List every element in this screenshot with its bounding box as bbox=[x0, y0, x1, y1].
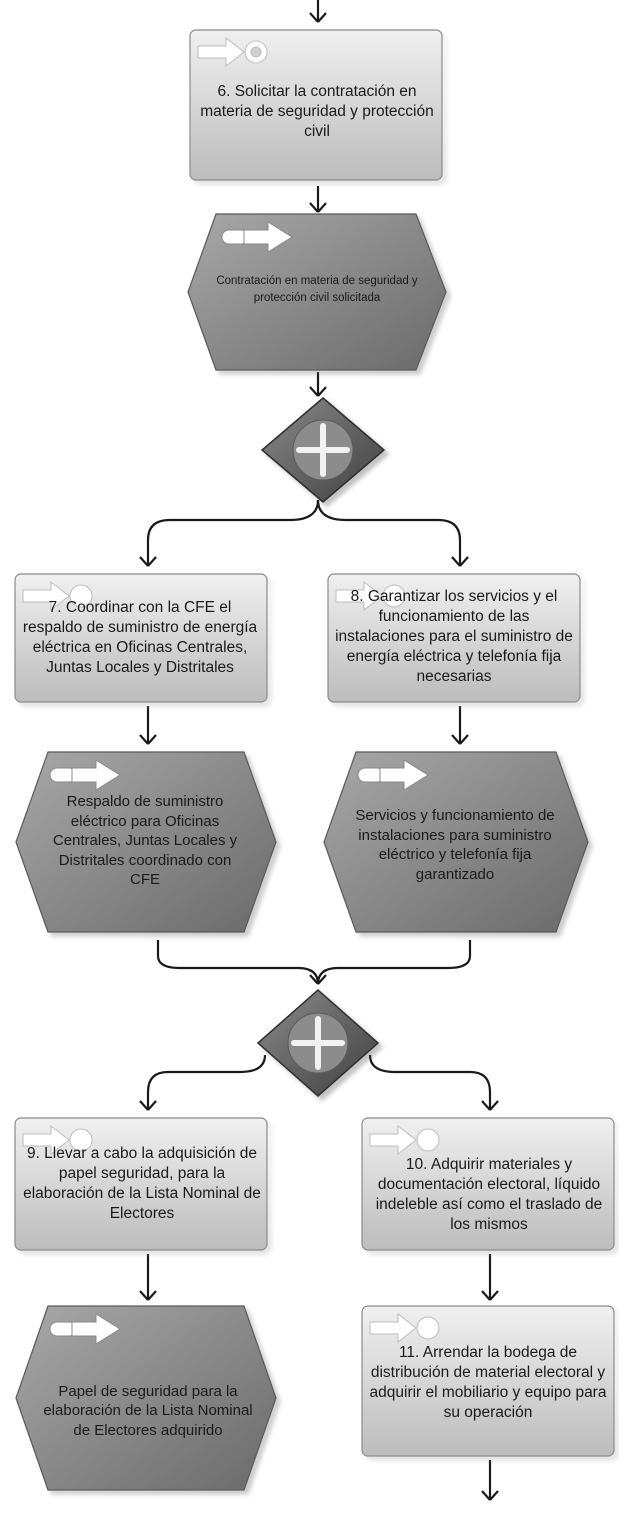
plus-icon bbox=[291, 1016, 345, 1070]
function-7-label: 7. Coordinar con la CFE el respaldo de s… bbox=[22, 598, 258, 677]
function-11-label: 11. Arrendar la bodega de distribución d… bbox=[369, 1343, 607, 1422]
flow-line bbox=[309, 386, 327, 397]
event-8-label: Servicios y funcionamiento de instalacio… bbox=[355, 807, 555, 883]
connector-lines bbox=[139, 0, 499, 1501]
event-hexagon-6 bbox=[187, 213, 447, 371]
and-connector-1 bbox=[260, 397, 386, 503]
flow-line bbox=[309, 974, 327, 985]
flow-line bbox=[481, 1290, 499, 1301]
flow-line bbox=[146, 499, 320, 566]
flow-line bbox=[146, 1054, 267, 1110]
event-hexagon-8 bbox=[323, 751, 589, 933]
function-9-label: 9. Llevar a cabo la adquisición de papel… bbox=[23, 1144, 261, 1223]
event-9-label: Papel de seguridad para la elaboración d… bbox=[43, 1382, 253, 1439]
flow-line bbox=[139, 1100, 157, 1111]
function-box-11 bbox=[361, 1305, 615, 1457]
function-icon bbox=[335, 580, 406, 612]
function-icon bbox=[22, 580, 93, 612]
event-7-label: Respaldo de suministro eléctrico para Of… bbox=[52, 793, 238, 889]
function-box-6 bbox=[189, 29, 443, 181]
flow-line bbox=[451, 556, 469, 567]
function-icon bbox=[369, 1312, 440, 1344]
event-icon bbox=[357, 759, 429, 791]
flow-line bbox=[481, 1100, 499, 1111]
function-10-label: 10. Adquirir materiales y documentación … bbox=[375, 1155, 603, 1234]
flow-line bbox=[309, 12, 327, 23]
plus-icon bbox=[296, 423, 350, 477]
flow-line bbox=[481, 1490, 499, 1501]
event-icon bbox=[221, 221, 293, 253]
function-icon bbox=[369, 1124, 440, 1156]
flow-line bbox=[316, 499, 462, 566]
flow-line bbox=[139, 1290, 157, 1301]
function-6-label: 6. Solicitar la contratación en materia … bbox=[200, 82, 434, 141]
function-icon bbox=[22, 1124, 93, 1156]
flow-line bbox=[139, 734, 157, 745]
event-6-label: Contratación en materia de seguridad y p… bbox=[216, 275, 418, 304]
event-hexagon-9 bbox=[15, 1305, 277, 1491]
function-icon bbox=[197, 36, 268, 68]
flow-line bbox=[309, 202, 327, 213]
flow-line bbox=[368, 1054, 492, 1110]
flow-line bbox=[316, 940, 472, 985]
event-icon bbox=[49, 1313, 121, 1345]
flow-line bbox=[139, 556, 157, 567]
flow-line bbox=[156, 940, 320, 985]
flow-line bbox=[451, 734, 469, 745]
event-hexagon-7 bbox=[15, 751, 277, 933]
function-8-label: 8. Garantizar los servicios y el funcion… bbox=[335, 587, 573, 686]
event-icon bbox=[49, 759, 121, 791]
and-connector-2 bbox=[256, 988, 380, 1098]
